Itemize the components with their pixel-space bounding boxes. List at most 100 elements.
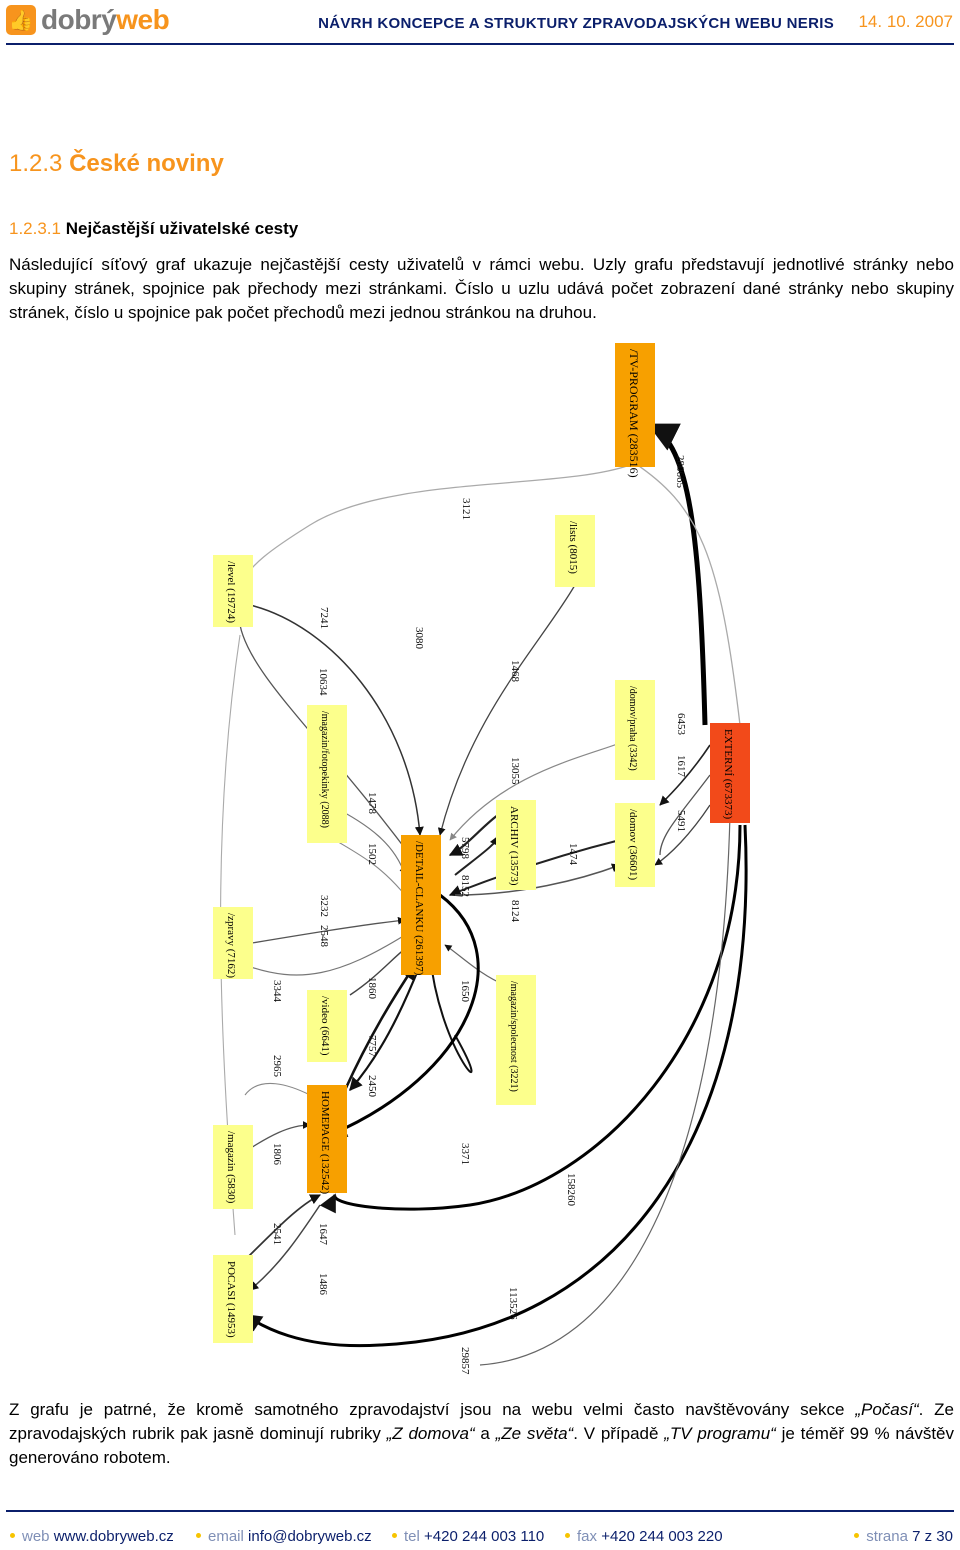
node-label: /lists (8015)	[567, 521, 579, 574]
edge-label: 3232	[318, 895, 330, 917]
node-domov: /domov (36601)	[615, 803, 655, 887]
edge	[479, 814, 731, 1366]
edge-label: 8124	[509, 900, 521, 923]
edge	[244, 1194, 321, 1261]
footer-divider	[6, 1510, 954, 1512]
edge-label: 13055	[509, 757, 521, 785]
subsection-title: Nejčastější uživatelské cesty	[65, 219, 299, 238]
edge-label: 7757	[366, 1035, 378, 1058]
footer-web: web www.dobryweb.cz	[10, 1528, 174, 1545]
footer-fax: fax +420 244 003 220	[565, 1528, 723, 1545]
node-label: /video (6641)	[319, 996, 331, 1056]
node-label: /domov/praha (3342)	[627, 686, 638, 771]
edge-label: 2548	[318, 925, 330, 948]
edge-label: 3121	[460, 498, 472, 520]
edge	[244, 934, 406, 976]
node-lists: /lists (8015)	[555, 515, 595, 587]
edge-label: 1486	[317, 1273, 329, 1296]
node-homepage: HOMEPAGE (132542)	[307, 1085, 347, 1195]
node-label: /zpravy (7162)	[225, 913, 237, 978]
node-archiv: ARCHIV (13573)	[496, 800, 536, 890]
thumbs-up-icon: 👍	[6, 5, 36, 35]
edge	[239, 624, 411, 856]
edge-label: 158260	[565, 1173, 577, 1207]
edge-label: 1502	[366, 843, 378, 865]
edge-label: 1617	[675, 755, 687, 778]
edge	[249, 1204, 321, 1291]
conclusion-paragraph: Z grafu je patrné, že kromě samotného zp…	[9, 1400, 954, 1467]
intro-paragraph: Následující síťový graf ukazuje nejčastě…	[9, 255, 954, 322]
edge	[239, 464, 631, 586]
footer-page-number: strana 7 z 30	[854, 1528, 953, 1545]
bullet-icon	[10, 1532, 15, 1538]
bullet-icon	[196, 1532, 201, 1538]
user-paths-network-graph: 280665 3121 7241 3080 10634 1468 6453 16…	[213, 343, 750, 1375]
document-date: 14. 10. 2007	[858, 12, 953, 31]
edge-label: 3371	[459, 1143, 471, 1165]
node-tv-program: /TV-PROGRAM (283516)	[615, 343, 655, 478]
bullet-icon	[392, 1532, 397, 1538]
node-magazin: /magazin (5830)	[213, 1125, 253, 1209]
edge-label: 2541	[271, 1223, 283, 1245]
bullet-icon	[854, 1532, 860, 1538]
edge-label: 1647	[317, 1223, 329, 1246]
footer-tel: tel +420 244 003 110	[392, 1528, 544, 1545]
node-zpravy: /zpravy (7162)	[213, 907, 253, 979]
graph-edge-labels: 280665 3121 7241 3080 10634 1468 6453 16…	[271, 455, 687, 1375]
edge	[328, 893, 480, 1137]
edge-label: 3344	[271, 980, 283, 1003]
page-footer: web www.dobryweb.cz email info@dobryweb.…	[10, 1528, 953, 1550]
node-label: /DETAIL-CLANKU (261397)	[413, 841, 425, 976]
node-label: /magazin/spolecnost (3221)	[508, 981, 519, 1092]
node-label: /magazin (5830)	[225, 1131, 237, 1204]
edge-label: 5491	[675, 810, 687, 832]
node-levei: /level (19724)	[213, 555, 253, 627]
edge	[454, 863, 621, 896]
dobryweb-logo: 👍 dobrýweb	[6, 4, 170, 36]
edge	[659, 744, 711, 806]
node-domov-praha: /domov/praha (3342)	[615, 680, 655, 780]
node-label: /level (19724)	[225, 561, 237, 623]
edge	[244, 1082, 311, 1096]
edge-label: 1474	[567, 843, 579, 866]
section-heading: 1.2.3 České noviny	[9, 150, 224, 178]
node-label: POCASI (14953)	[225, 1261, 237, 1338]
node-detail-clanku: /DETAIL-CLANKU (261397)	[401, 835, 441, 976]
edge	[654, 804, 711, 866]
section-title: České noviny	[69, 150, 224, 177]
section-number: 1.2.3	[9, 150, 63, 177]
edge-label: 1806	[271, 1143, 283, 1166]
edge-label: 280665	[674, 455, 686, 489]
web-link[interactable]: www.dobryweb.cz	[53, 1528, 174, 1545]
edge-label: 1860	[366, 977, 378, 1000]
node-label: /domov (36601)	[627, 809, 639, 881]
edge	[334, 839, 406, 896]
node-magazin-spolecnost: /magazin/spolecnost (3221)	[496, 975, 536, 1105]
node-pocasi: POCASI (14953)	[213, 1255, 253, 1343]
edge-label: 1478	[366, 792, 378, 815]
edge-label: 6453	[675, 713, 687, 736]
edge-label: 7241	[318, 607, 330, 629]
edge	[343, 963, 417, 1091]
email-link[interactable]: info@dobryweb.cz	[248, 1528, 372, 1545]
edge	[243, 824, 748, 1348]
edge-label: 1468	[509, 660, 521, 683]
page-header: 👍 dobrýweb NÁVRH KONCEPCE A STRUKTURY ZP…	[0, 0, 960, 46]
edge	[629, 459, 741, 726]
graph-edges	[220, 422, 748, 1366]
edge-label: 29857	[459, 1347, 471, 1375]
edge	[659, 774, 711, 856]
edge	[239, 916, 406, 946]
subsection-number: 1.2.3.1	[9, 219, 61, 238]
bullet-icon	[565, 1532, 570, 1538]
edge	[437, 584, 576, 836]
subsection-heading: 1.2.3.1 Nejčastější uživatelské cesty	[9, 219, 298, 239]
edge	[319, 824, 742, 1214]
edge	[647, 422, 708, 726]
node-label: HOMEPAGE (132542)	[319, 1091, 331, 1195]
node-label: ARCHIV (13573)	[508, 806, 520, 886]
edge-label: 1650	[459, 980, 471, 1003]
header-divider	[6, 43, 954, 45]
edge-label: 2965	[271, 1055, 283, 1078]
edge	[429, 954, 473, 1073]
